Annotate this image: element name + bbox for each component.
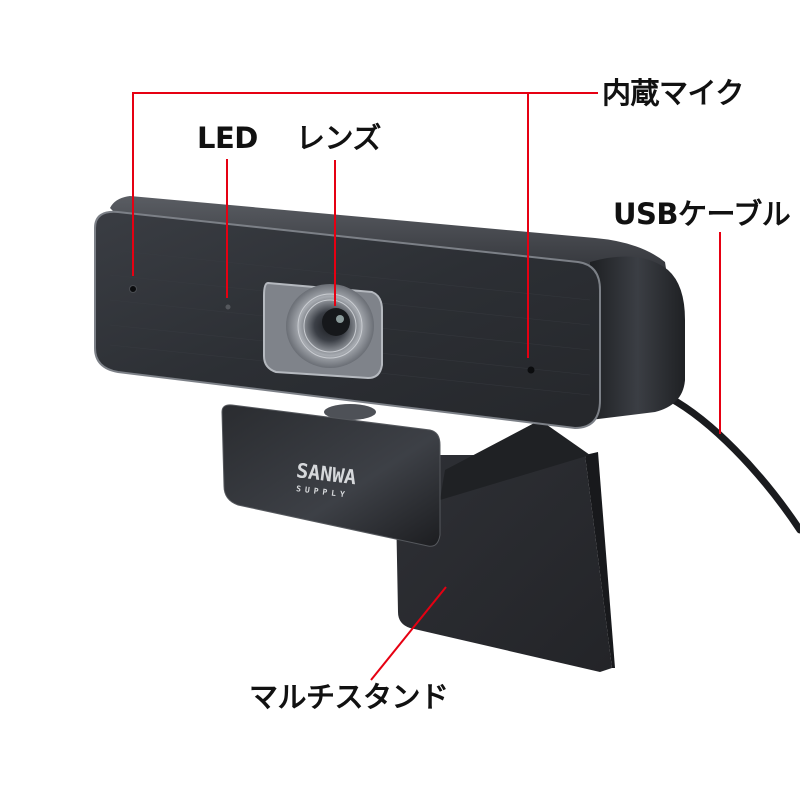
callout-label-stand: マルチスタンド bbox=[249, 680, 449, 714]
multi-stand bbox=[395, 420, 615, 672]
stand-leader-line bbox=[370, 586, 447, 681]
led-indicator bbox=[225, 304, 231, 310]
callout-label-lens: レンズ bbox=[296, 121, 381, 155]
mic-leader-line bbox=[132, 92, 598, 276]
mic-hole-right bbox=[527, 366, 535, 374]
callout-label-mic: 内蔵マイク bbox=[602, 76, 744, 110]
lens bbox=[263, 281, 383, 380]
callout-label-usb: USBケーブル bbox=[613, 197, 791, 231]
front-clip: SANWA SUPPLY bbox=[221, 404, 441, 547]
mic-hole-left bbox=[129, 285, 137, 293]
usb-cable bbox=[666, 394, 800, 534]
callout-label-led: LED bbox=[197, 121, 258, 155]
leader-lines bbox=[132, 92, 721, 681]
